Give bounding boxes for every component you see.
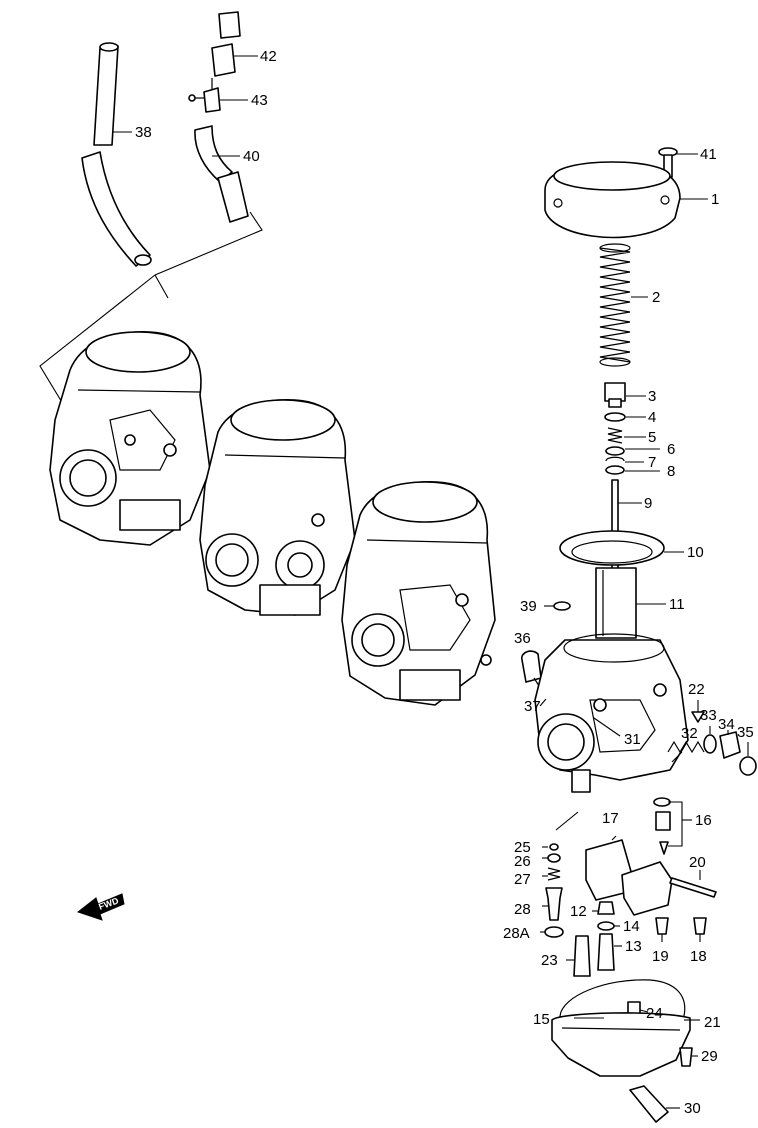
spring-5	[607, 427, 623, 444]
callout-18: 18	[690, 948, 707, 965]
screw-18	[693, 917, 707, 935]
callout-33: 32	[681, 725, 698, 742]
callout-22: 22	[688, 681, 705, 698]
callout-20: 20	[689, 854, 706, 871]
float-chamber	[551, 1012, 691, 1077]
callout-43: 43	[251, 92, 268, 109]
screw-28	[545, 887, 563, 921]
washer-26	[547, 853, 561, 863]
callout-8: 8	[667, 463, 675, 480]
piston-valve-11	[595, 567, 637, 639]
hose-42-pieces	[211, 11, 241, 77]
callout-labels: 41 1 2 3 4 5 6 7 8 9 10 11 39 36 37 22 3…	[135, 48, 754, 1117]
callout-35: 34	[718, 716, 735, 733]
callout-36: 35	[737, 724, 754, 741]
drain-screw-30	[629, 1085, 669, 1123]
float-17	[585, 839, 673, 916]
callout-16: 16	[695, 812, 712, 829]
needle-jet-13	[597, 933, 615, 971]
washer-4	[604, 412, 626, 422]
cap-36	[739, 756, 757, 776]
callout-38: 37	[524, 698, 541, 715]
callout-34: 33	[700, 707, 717, 724]
diaphragm-10	[559, 530, 665, 566]
clip-7	[605, 456, 625, 462]
screw-31	[658, 147, 678, 178]
callout-24: 24	[646, 1005, 663, 1022]
callout-26: 26	[514, 853, 531, 870]
screw-19	[655, 917, 669, 935]
float-valve-16	[653, 797, 671, 855]
washer-8	[605, 465, 625, 475]
callout-4: 4	[648, 409, 656, 426]
callout-25: 25	[514, 839, 531, 856]
callout-6: 6	[667, 441, 675, 458]
needle-holder-3	[604, 382, 626, 408]
washer-14	[597, 921, 615, 931]
callout-12: 12	[570, 903, 587, 920]
joint-43	[188, 78, 221, 113]
callout-10: 10	[687, 544, 704, 561]
callout-7: 7	[648, 454, 656, 471]
callout-39: 38	[135, 124, 152, 141]
top-cap-1	[544, 161, 681, 239]
callout-13: 13	[625, 938, 642, 955]
callout-40: 39	[520, 598, 537, 615]
carburetor-unit-1	[49, 331, 211, 546]
o-ring-40	[553, 601, 571, 611]
screw-35	[719, 731, 741, 759]
pilot-jet-23	[573, 935, 591, 977]
jets-group-line	[555, 811, 579, 831]
callout-21: 21	[704, 1014, 721, 1031]
callout-27: 27	[514, 871, 531, 888]
carburetor-body	[534, 633, 689, 793]
screw-29	[679, 1047, 693, 1067]
spring-2	[599, 243, 631, 367]
carburetor-unit-3	[341, 481, 496, 706]
callout-1: 1	[711, 191, 719, 208]
fwd-arrow-icon: FWD	[76, 893, 125, 921]
callout-23: 23	[541, 952, 558, 969]
pin-20	[669, 877, 717, 898]
callout-28a: 28A	[503, 925, 530, 942]
callout-17: 17	[602, 810, 619, 827]
o-ring-25	[549, 843, 559, 851]
callout-2: 2	[652, 289, 660, 306]
callout-14: 14	[623, 918, 640, 935]
callout-5: 5	[648, 429, 656, 446]
callout-30: 30	[684, 1100, 701, 1117]
callout-15: 15	[533, 1011, 550, 1028]
o-ring-28a	[544, 926, 564, 938]
callout-29-label: 29	[701, 1048, 718, 1065]
leader-lines	[112, 55, 749, 1109]
callout-11: 11	[669, 596, 685, 613]
fuel-hose-39	[81, 42, 152, 267]
washer-6	[605, 446, 625, 456]
callout-19: 19	[652, 948, 669, 965]
callout-3: 3	[648, 388, 656, 405]
cap-37	[521, 650, 542, 683]
callout-9: 9	[644, 495, 652, 512]
hose-41	[194, 125, 249, 223]
callout-37: 36	[514, 630, 531, 647]
callout-28: 28	[514, 901, 531, 918]
o-ring-34	[703, 734, 717, 754]
callout-31: 41	[700, 146, 717, 163]
callout-42: 42	[260, 48, 277, 65]
callout-41: 40	[243, 148, 260, 165]
spring-33	[667, 740, 705, 754]
carburetor-unit-2	[199, 399, 356, 616]
callout-32: 31	[624, 731, 641, 748]
spring-27	[547, 867, 561, 881]
main-jet-12	[597, 901, 615, 915]
